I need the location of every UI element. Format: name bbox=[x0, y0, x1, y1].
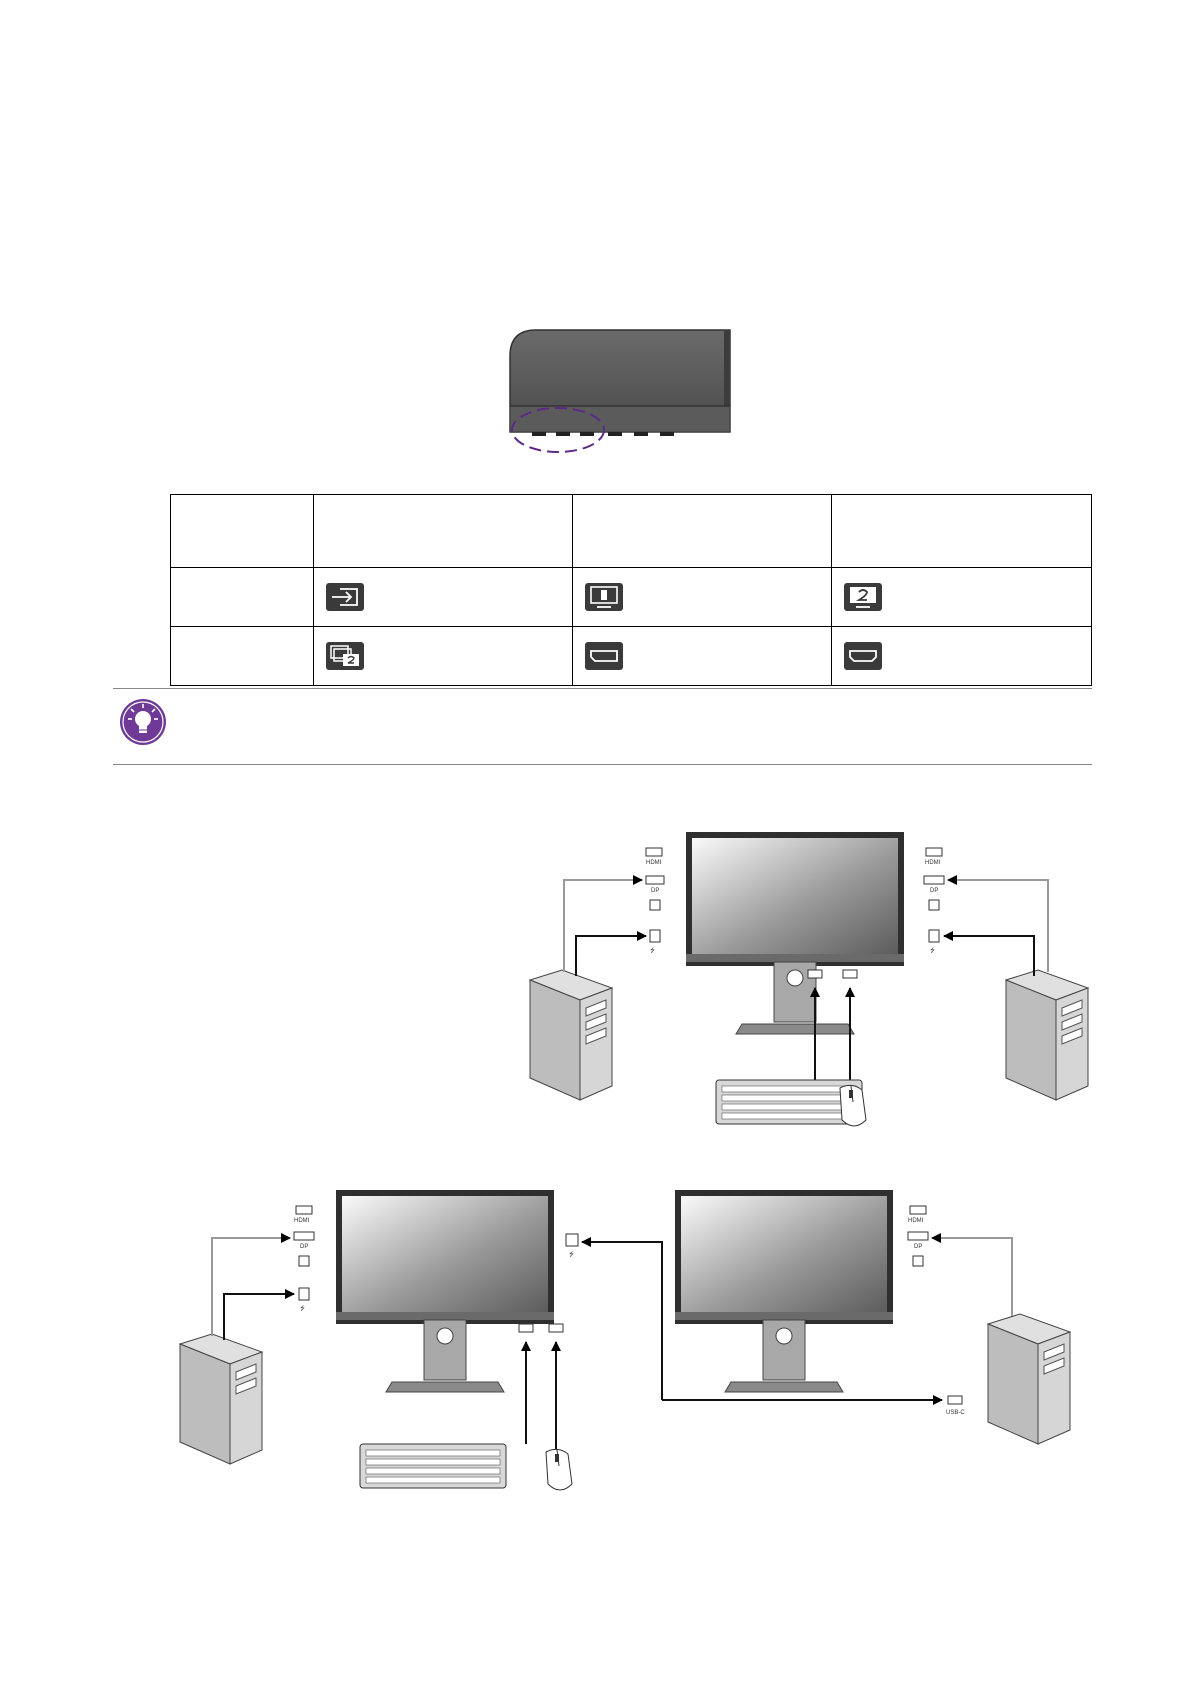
monitor bbox=[686, 832, 904, 1035]
table-row bbox=[170, 567, 1093, 627]
left-monitor-port-column: HDMI DP ⭍ bbox=[293, 1205, 315, 1312]
mouse bbox=[545, 1448, 573, 1491]
dp-port-label: DP bbox=[930, 888, 938, 894]
displayport-icon bbox=[584, 642, 623, 670]
kvm-diagram-dual-monitor: HDMI DP ⭍ ⭍ HDMI DP USB-C bbox=[178, 1190, 1072, 1491]
screen-2-icon bbox=[843, 583, 882, 611]
input-icon bbox=[325, 583, 364, 611]
dp-port-label: DP bbox=[300, 1244, 308, 1250]
left-computer bbox=[528, 969, 614, 1101]
right-computer bbox=[1004, 969, 1090, 1101]
hdmi-port-label: HDMI bbox=[646, 860, 662, 866]
keyboard bbox=[359, 1443, 507, 1489]
selected-keys-highlight bbox=[511, 407, 605, 453]
table-row bbox=[170, 626, 1093, 686]
hdmi-port-label: HDMI bbox=[925, 860, 941, 866]
dp-port-label: DP bbox=[914, 1244, 922, 1250]
hdmi-port-label: HDMI bbox=[294, 1218, 310, 1224]
usb-port-label: ⭍ bbox=[300, 1304, 305, 1312]
hdmi-port-label: HDMI bbox=[908, 1218, 924, 1224]
pip-pbp-icon bbox=[325, 642, 364, 670]
monitor-bezel-illustration bbox=[509, 329, 731, 453]
usb-c-port-label: USB-C bbox=[946, 1410, 965, 1416]
screen-1-icon bbox=[584, 583, 623, 611]
monitor-control-keys bbox=[532, 432, 674, 436]
tip-top-rule bbox=[113, 688, 1092, 689]
right-monitor-port-column: HDMI DP USB-C bbox=[907, 1205, 965, 1416]
left-port-column: HDMI DP ⭍ bbox=[645, 847, 665, 954]
hdmi-icon bbox=[843, 642, 882, 670]
table-header-row bbox=[170, 494, 1093, 568]
kvm-diagram-single-monitor: HDMI DP ⭍ HDMI DP ⭍ bbox=[528, 832, 1090, 1127]
keyboard bbox=[715, 1079, 863, 1125]
right-computer bbox=[986, 1313, 1072, 1445]
mouse bbox=[839, 1084, 867, 1127]
left-computer bbox=[178, 1333, 264, 1465]
usb-port-label: ⭍ bbox=[930, 946, 935, 954]
left-monitor bbox=[336, 1190, 554, 1393]
right-monitor bbox=[675, 1190, 893, 1393]
tip-bottom-rule bbox=[113, 764, 1092, 765]
usb-port-label: ⭍ bbox=[569, 1250, 574, 1258]
usb-port-label: ⭍ bbox=[650, 946, 655, 954]
right-port-column: HDMI DP ⭍ bbox=[923, 847, 945, 954]
dp-port-label: DP bbox=[651, 888, 659, 894]
tip-lightbulb-icon bbox=[120, 699, 166, 745]
hot-key-table bbox=[170, 494, 1093, 686]
